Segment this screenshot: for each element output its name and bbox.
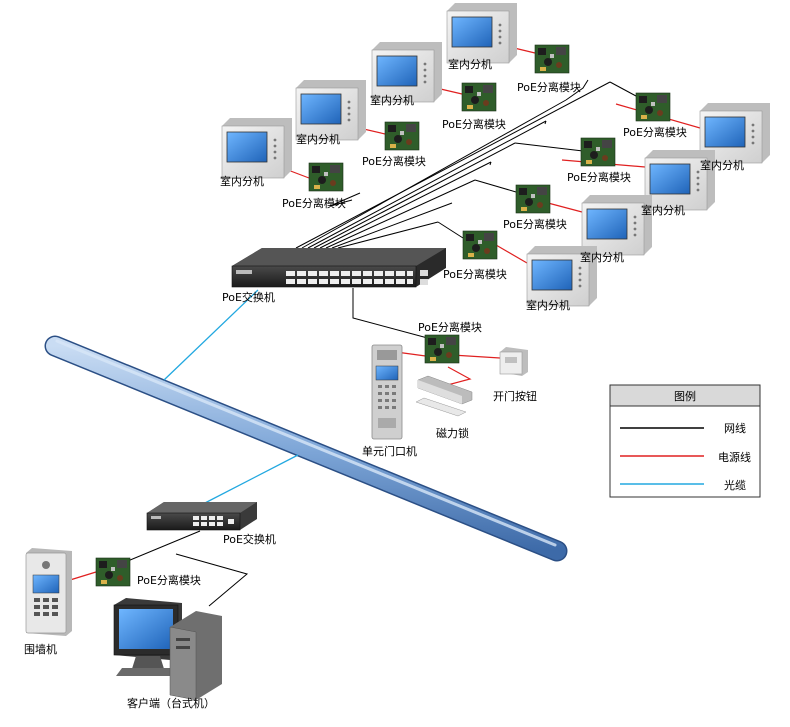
label-indoor-unit-8: 室内分机: [526, 298, 570, 312]
label-wall-station: 围墙机: [24, 642, 57, 656]
indoor-unit-1: [446, 2, 518, 64]
poe-module-2: [461, 82, 497, 112]
bottom-network-cables: [122, 530, 249, 607]
label-indoor-unit-4: 室内分机: [220, 174, 264, 188]
poe-module-5: [635, 92, 671, 122]
fiber-backbone-pipe: [44, 335, 568, 562]
secondary-poe-switch: [146, 502, 257, 531]
labels: 室内分机 PoE分离模块 室内分机 PoE分离模块 室内分机 PoE分离模块 室…: [24, 57, 744, 710]
legend-title: 图例: [674, 389, 696, 403]
poe-module-4: [308, 162, 344, 192]
legend-label-network: 网线: [724, 421, 746, 435]
poe-module-door: [424, 334, 460, 364]
poe-module-1: [534, 44, 570, 74]
label-magnetic-lock: 磁力锁: [436, 426, 469, 440]
legend-label-fiber: 光缆: [724, 478, 746, 492]
poe-module-7: [515, 184, 551, 214]
indoor-unit-4: [221, 117, 293, 179]
magnetic-lock-device: [415, 375, 473, 417]
label-poe-module-5: PoE分离模块: [623, 125, 687, 139]
poe-module-wall: [95, 557, 131, 587]
label-poe-module-2: PoE分离模块: [442, 117, 506, 131]
label-secondary-poe-switch: PoE交换机: [223, 532, 276, 546]
label-poe-module-4: PoE分离模块: [282, 196, 346, 210]
label-indoor-unit-6: 室内分机: [641, 203, 685, 217]
indoor-unit-2: [371, 41, 443, 103]
label-poe-module-3: PoE分离模块: [362, 154, 426, 168]
poe-module-6: [580, 137, 616, 167]
unit-door-station: [371, 344, 403, 440]
label-indoor-unit-7: 室内分机: [580, 250, 624, 264]
label-indoor-unit-3: 室内分机: [296, 132, 340, 146]
main-poe-switch: [231, 248, 446, 288]
unlock-button-device: [499, 347, 528, 376]
label-indoor-unit-1: 室内分机: [448, 57, 492, 71]
poe-module-8: [462, 230, 498, 260]
label-indoor-unit-5: 室内分机: [700, 158, 744, 172]
indoor-unit-3: [295, 79, 367, 141]
label-poe-module-6: PoE分离模块: [567, 170, 631, 184]
legend-label-power: 电源线: [718, 450, 751, 464]
label-unit-door-station: 单元门口机: [362, 444, 417, 458]
network-cable-bundle: [295, 79, 637, 341]
label-poe-module-wall: PoE分离模块: [137, 573, 201, 587]
label-indoor-unit-2: 室内分机: [370, 93, 414, 107]
label-main-poe-switch: PoE交换机: [222, 290, 275, 304]
client-desktop: [113, 598, 222, 701]
label-poe-module-1: PoE分离模块: [517, 80, 581, 94]
label-poe-module-door: PoE分离模块: [418, 320, 482, 334]
label-poe-module-7: PoE分离模块: [503, 217, 567, 231]
label-client-desktop: 客户端（台式机）: [127, 696, 215, 710]
poe-module-3: [384, 121, 420, 151]
fiber-links: [163, 289, 299, 505]
label-poe-module-8: PoE分离模块: [443, 267, 507, 281]
legend: 图例 网线 电源线 光缆: [609, 384, 761, 498]
label-unlock-button: 开门按钮: [493, 389, 537, 403]
wall-station: [25, 548, 72, 636]
